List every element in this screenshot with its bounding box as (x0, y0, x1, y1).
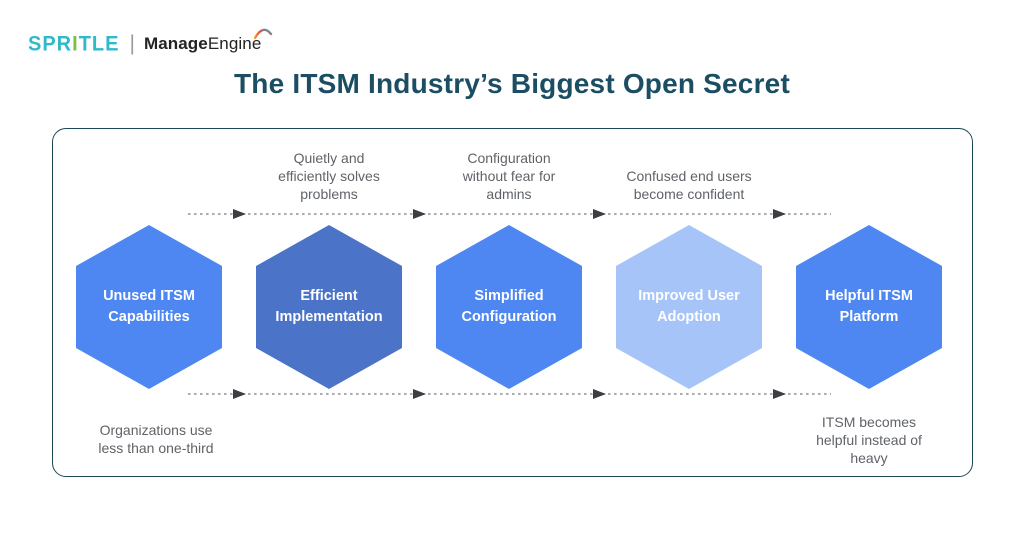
spritle-segment: I (72, 31, 79, 56)
flow-arrow-bottom (188, 389, 831, 399)
spritle-segment: SPR (28, 31, 73, 56)
spritle-logo: SPRITLE (28, 32, 119, 57)
page-title: The ITSM Industry’s Biggest Open Secret (234, 68, 790, 99)
hexagon: Improved User Adoption (616, 225, 762, 389)
hexagon: Helpful ITSM Platform (796, 225, 942, 389)
hexagon: Unused ITSM Capabilities (76, 225, 222, 389)
flow-arrow-top (188, 209, 831, 219)
step-note-above: Confused end users become confident (626, 168, 752, 202)
hexagon-label: Efficient Implementation (275, 288, 383, 325)
hexagon-label: Unused ITSM Capabilities (103, 288, 195, 325)
manageengine-logo: ManageEngine (143, 28, 273, 54)
hexagon-label: Improved User Adoption (638, 288, 740, 325)
step-note-above: Quietly and efficiently solves problems (278, 150, 380, 202)
diagram-panel: Quietly and efficiently solves problems … (52, 128, 973, 477)
hexagon: Efficient Implementation (256, 225, 402, 389)
manageengine-regular-text: Engine (207, 34, 262, 53)
spritle-segment: TLE (78, 31, 120, 56)
manageengine-swoosh-icon (254, 28, 273, 40)
step-note-above: Configuration without fear for admins (462, 150, 556, 202)
step-note-below: ITSM becomes helpful instead of heavy (816, 414, 922, 466)
step-note-below: Organizations use less than one-third (98, 422, 214, 456)
manageengine-bold-text: Manage (143, 34, 208, 53)
logo-divider: | (129, 32, 135, 55)
hexagon-label: Helpful ITSM Platform (825, 288, 913, 325)
logo: SPRITLE | ManageEngine (28, 28, 273, 58)
hexagon: Simplified Configuration (436, 225, 582, 389)
hexagon-label: Simplified Configuration (461, 288, 557, 325)
